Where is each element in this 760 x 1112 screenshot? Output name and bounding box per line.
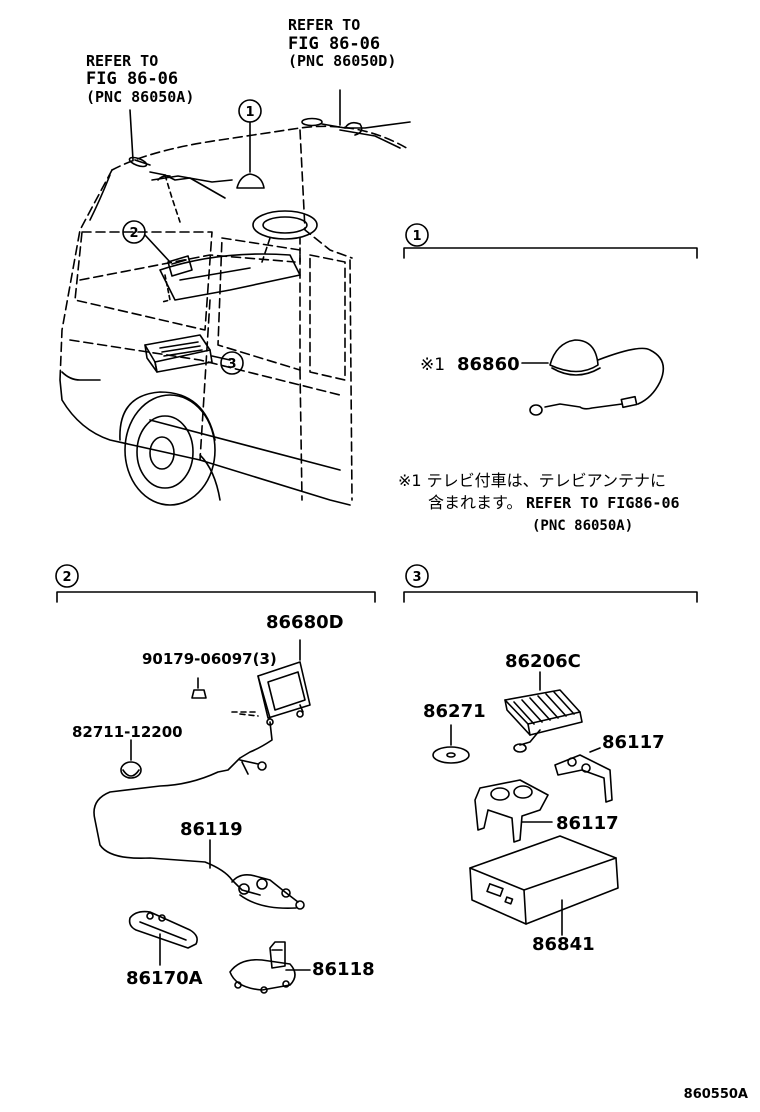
callout-2-number: 2 [129,226,138,241]
note-line2-refer: REFER TO FIG86-06 [526,494,680,512]
callout-2-circle [122,220,146,244]
remote-86170a-shape [128,910,198,949]
note-line3: (PNC 86050A) [532,518,633,534]
tuner-86841-shape [469,835,617,891]
section-3-group [403,564,698,936]
part-82711-label: 82711-12200 [72,723,183,741]
wire-harness-86119 [93,721,273,896]
part-86170a-label: 86170A [126,968,203,989]
refer-left-line1: REFER TO [86,52,158,70]
section-2-group [55,564,376,994]
part-86118-label: 86118 [312,959,375,980]
part-86860-prefix: ※1 [420,355,445,375]
part-86841-label: 86841 [532,934,595,955]
refer-top-line1: REFER TO [288,16,360,34]
antenna-86860-shape [549,339,599,373]
callout-1-number: 1 [245,105,254,120]
bracket-86117-left-shape [474,779,549,843]
part-86680d-label: 86680D [266,612,344,633]
part-90179-label: 90179-06097(3) [142,650,277,668]
part-86271-label: 86271 [423,701,486,722]
figure-id: 860550A [684,1087,748,1102]
callout-3-number: 3 [227,357,236,372]
part-86119-label: 86119 [180,819,243,840]
bracket-86117-right-shape [554,754,613,803]
note-line2-jp: 含まれます。 [428,493,522,512]
part-86860-label: 86860 [457,354,520,375]
vehicle-illustration [59,89,411,506]
callout-3-circle [220,351,244,375]
part-86206c-label: 86206C [505,651,581,672]
section-1-marker: 1 [412,229,421,244]
note-line1: ※1 テレビ付車は、テレビアンテナに [398,471,666,490]
section-1-group [403,223,698,416]
monitor-86680d-shape [257,661,311,719]
section-3-marker: 3 [412,570,421,585]
refer-left-line2: FIG 86-06 [86,69,178,89]
refer-top-line2: FIG 86-06 [288,34,380,54]
bracket-86118-shape [229,958,296,991]
part-86117-left-label: 86117 [556,813,619,834]
refer-top-line3: (PNC 86050D) [288,52,396,70]
refer-left-line3: (PNC 86050A) [86,88,194,106]
part-86117-right-label: 86117 [602,732,665,753]
section-2-marker: 2 [62,570,71,585]
